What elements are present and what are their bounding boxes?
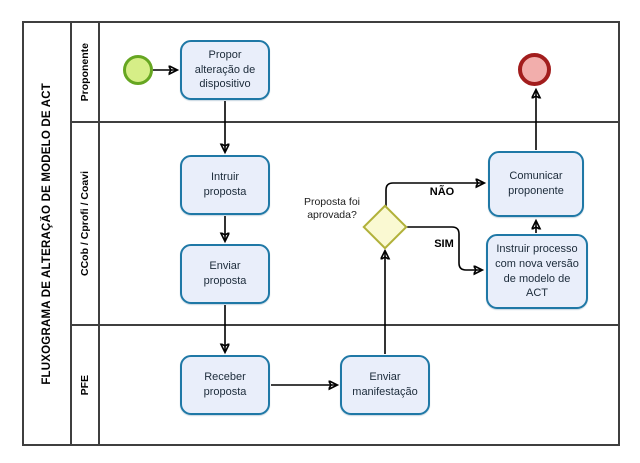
lane-proponente-label-cell: Proponente <box>72 23 100 121</box>
task-intruir-proposta-label: Intruir proposta <box>203 171 247 198</box>
lane-ccob-cprofi-coavi: CCob / Cprofi / Coavi <box>72 123 618 326</box>
diagram-title-column: FLUXOGRAMA DE ALTERAÇÃO DE MODELO DE ACT <box>24 23 72 444</box>
start-event-circle <box>123 55 153 85</box>
diagram-title: FLUXOGRAMA DE ALTERAÇÃO DE MODELO DE ACT <box>41 82 53 385</box>
task-propor-alteracao-label: Propor alteração de dispositivo <box>194 49 256 91</box>
lanes-container: Proponente CCob / Cprofi / Coavi PFE <box>72 23 618 444</box>
end-event-circle <box>518 53 551 86</box>
task-receber-proposta: Receber proposta <box>180 355 270 415</box>
lane-proponente-label: Proponente <box>79 42 91 102</box>
lane-pfe: PFE <box>72 326 618 444</box>
lane-pfe-label: PFE <box>79 374 91 396</box>
task-enviar-proposta-label: Enviar proposta <box>203 260 247 287</box>
task-receber-proposta-label: Receber proposta <box>203 371 247 398</box>
lane-ccob-label: CCob / Cprofi / Coavi <box>79 171 91 276</box>
task-enviar-manifestacao-label: Enviar manifestação <box>352 371 418 398</box>
task-instruir-processo: Instruir processo com nova versão de mod… <box>486 234 588 309</box>
task-comunicar-proponente: Comunicar proponente <box>488 151 584 217</box>
task-comunicar-proponente-label: Comunicar proponente <box>508 170 564 197</box>
edge-label-nao: NÃO <box>429 186 455 198</box>
task-intruir-proposta: Intruir proposta <box>180 155 270 215</box>
lane-ccob-label-cell: CCob / Cprofi / Coavi <box>72 123 100 324</box>
task-enviar-manifestacao: Enviar manifestação <box>340 355 430 415</box>
task-propor-alteracao: Propor alteração de dispositivo <box>180 40 270 100</box>
swimlane-frame: FLUXOGRAMA DE ALTERAÇÃO DE MODELO DE ACT… <box>22 21 620 446</box>
lane-pfe-label-cell: PFE <box>72 326 100 444</box>
task-enviar-proposta: Enviar proposta <box>180 244 270 304</box>
task-instruir-processo-label: Instruir processo com nova versão de mod… <box>495 243 579 300</box>
decision-question-label: Proposta foi aprovada? <box>303 196 361 221</box>
lane-proponente: Proponente <box>72 23 618 123</box>
edge-label-sim: SIM <box>434 238 454 250</box>
